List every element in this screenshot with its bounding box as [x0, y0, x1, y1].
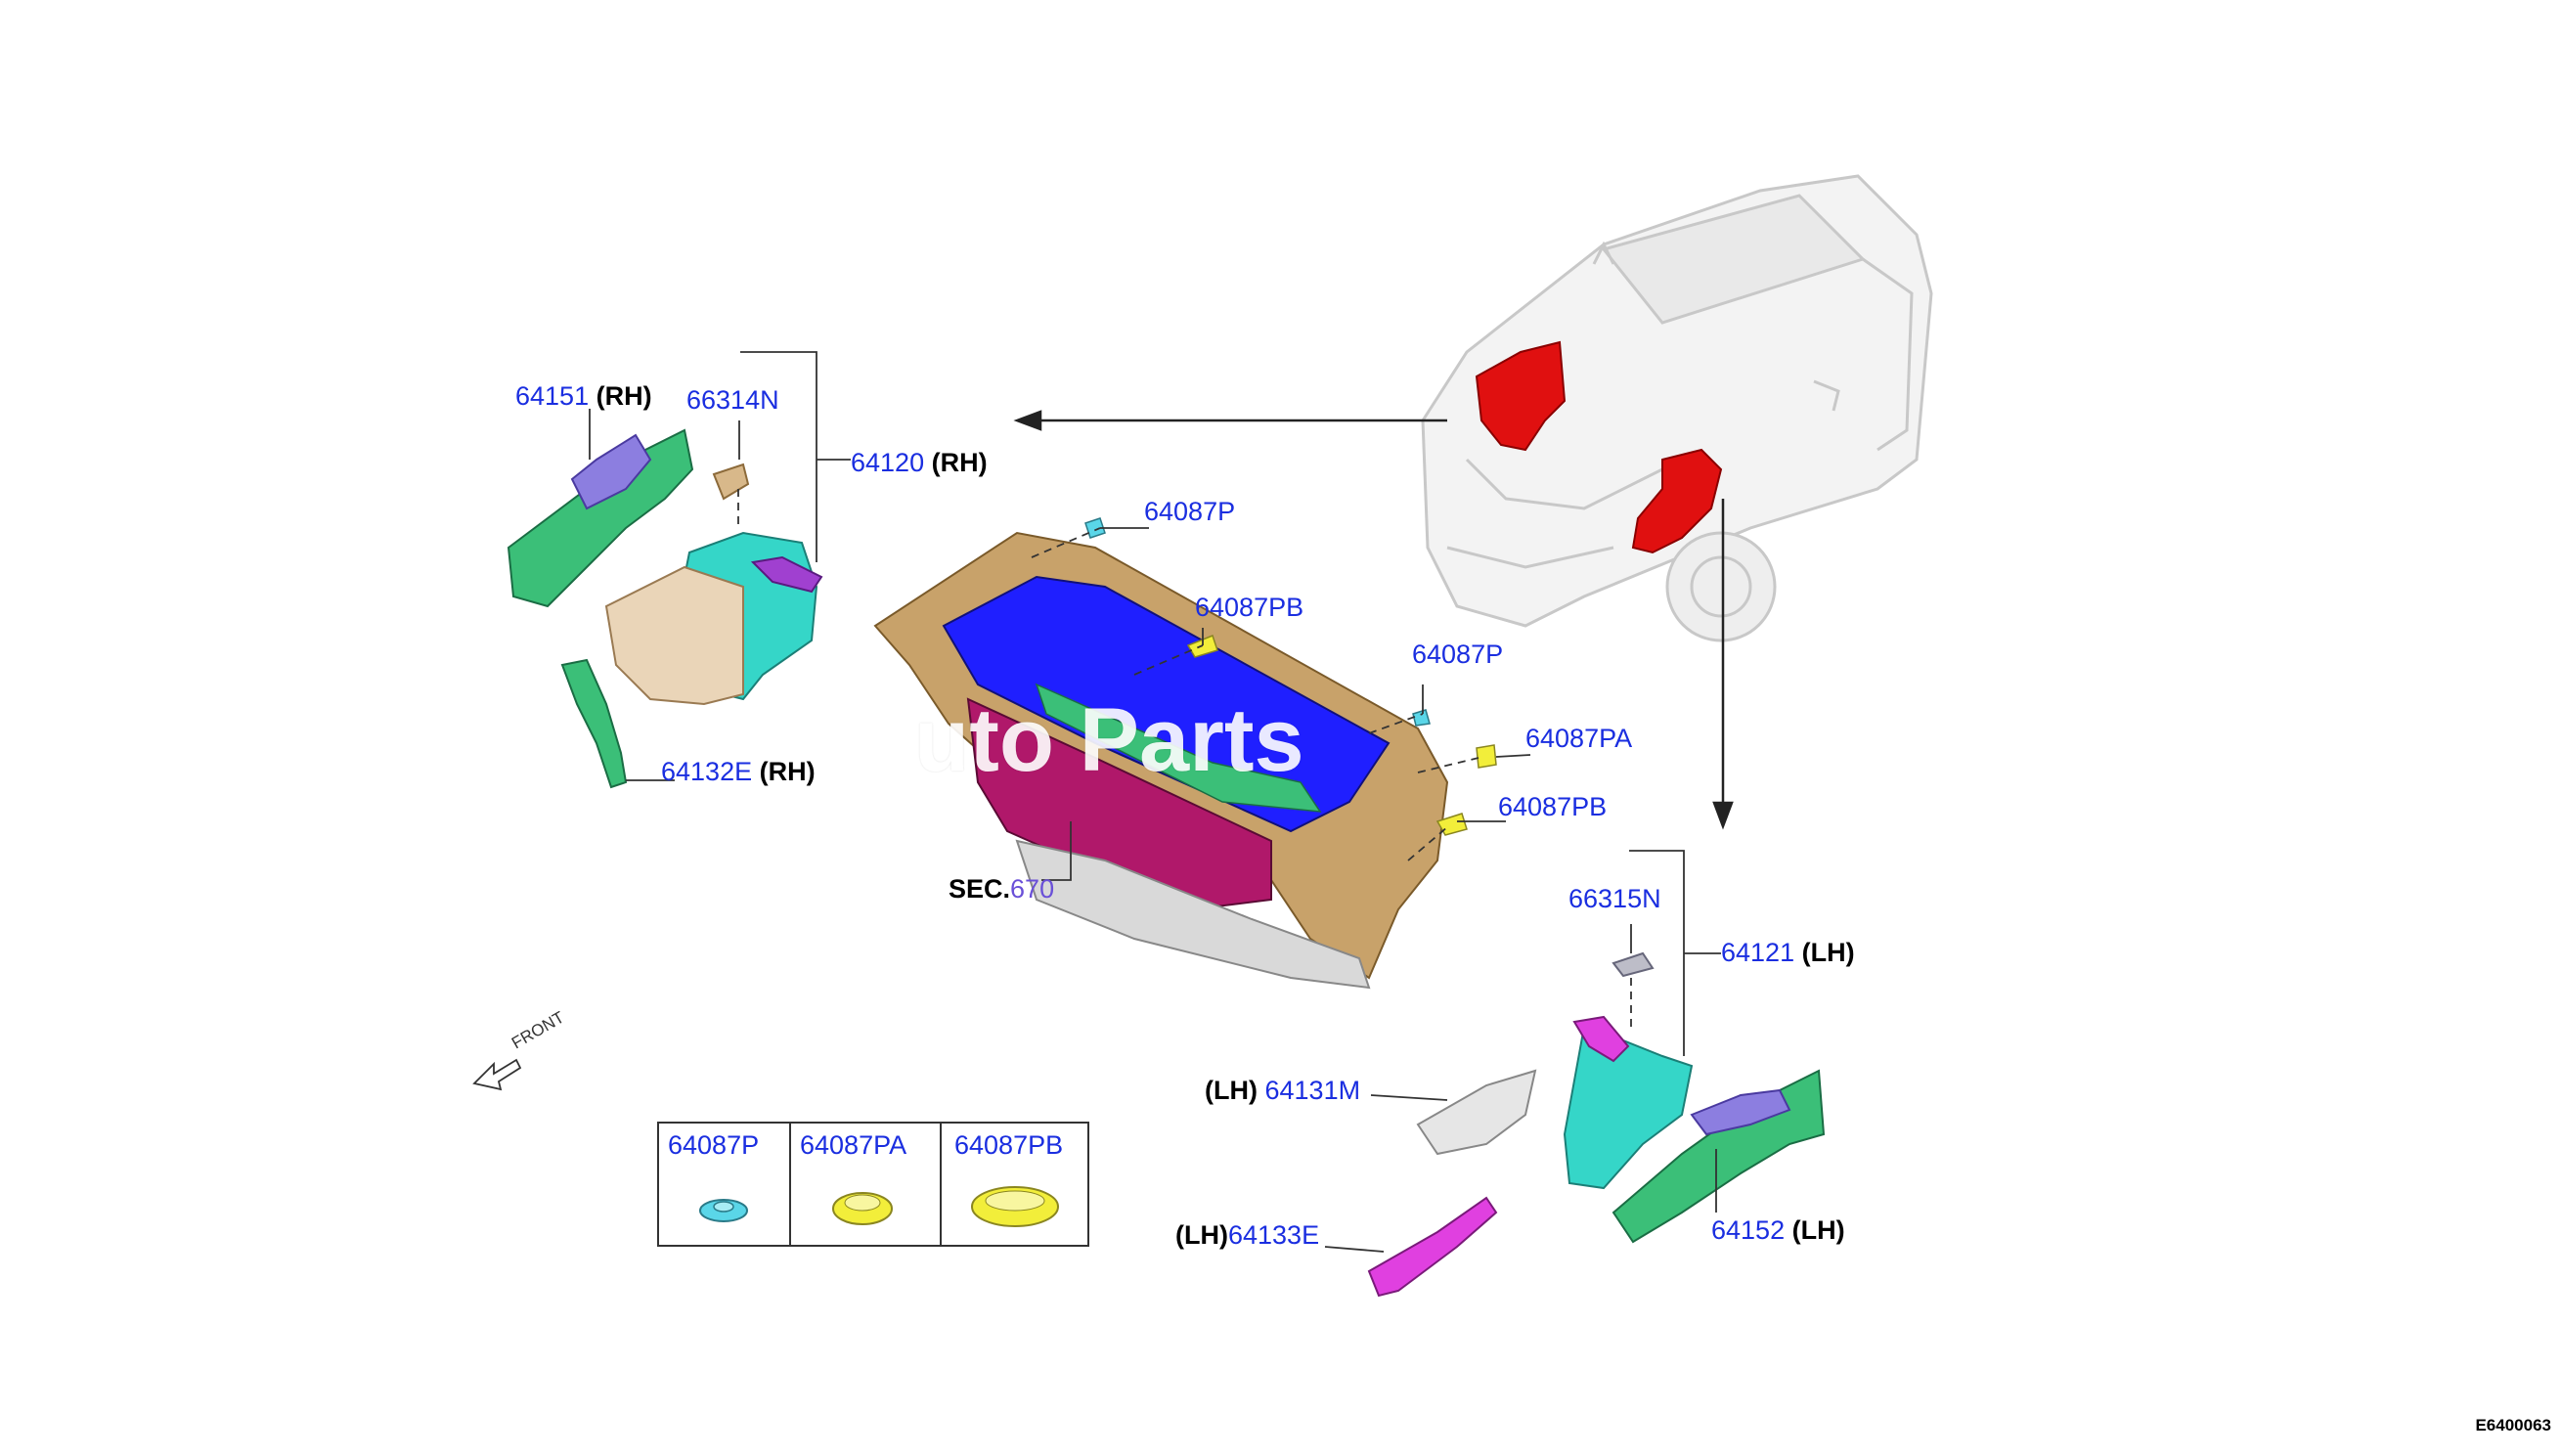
side-label: (LH): [1801, 938, 1855, 967]
plug-64087PB-upper: [1186, 635, 1218, 658]
highlighted-lh-hoodledge: [1631, 448, 1723, 554]
part-number: 64087PB: [1195, 593, 1304, 622]
part-64152-bracket: [1690, 1088, 1791, 1136]
part-number: 66314N: [686, 385, 779, 415]
part-66314N: [712, 463, 750, 501]
part-66315N: [1612, 951, 1655, 978]
part-number: 64131M: [1264, 1076, 1361, 1105]
legend-label-64087PB[interactable]: 64087PB: [954, 1130, 1064, 1160]
part-number: 64121: [1721, 938, 1795, 967]
callout-64087PB-upper[interactable]: 64087PB: [1195, 595, 1303, 621]
callout-64131M[interactable]: (LH) 64131M: [1205, 1078, 1360, 1104]
dash-insulator: [1015, 839, 1371, 990]
highlighted-rh-hoodledge: [1475, 340, 1567, 452]
lh-leader-lines: [1324, 850, 1721, 1253]
side-label: (LH): [1175, 1220, 1228, 1250]
callout-64151[interactable]: 64151 (RH): [515, 383, 652, 410]
part-64132E-rh: [560, 658, 628, 789]
side-label: (RH): [759, 757, 816, 786]
part-64120-apron: [604, 565, 744, 706]
section-number: 670: [1010, 874, 1055, 904]
part-number: 64087PA: [1525, 724, 1633, 753]
part-number: 64132E: [661, 757, 753, 786]
callout-64087P-right[interactable]: 64087P: [1412, 641, 1503, 668]
plug-64087PA: [1476, 744, 1497, 769]
callout-64087PA[interactable]: 64087PA: [1525, 726, 1632, 752]
part-number: 64087P: [1144, 497, 1236, 526]
callout-64152[interactable]: 64152 (LH): [1711, 1217, 1845, 1244]
center-leader-lines: [1031, 527, 1531, 881]
side-label: (RH): [931, 448, 988, 477]
callout-66315N[interactable]: 66315N: [1568, 886, 1661, 912]
callout-64087PB-lower[interactable]: 64087PB: [1498, 794, 1607, 820]
part-64121-lh: [1563, 1025, 1694, 1190]
part-64151-bracket: [570, 433, 652, 510]
part-64120-strap: [750, 555, 823, 594]
watermark-text: uto Parts: [914, 690, 1304, 790]
part-number: 64087PB: [1498, 792, 1608, 821]
part-number: 64151: [515, 381, 590, 411]
part-number: 64120: [851, 448, 925, 477]
front-arrow: [472, 1058, 522, 1091]
part-number: 66315N: [1568, 884, 1661, 913]
part-number: 64087P: [1412, 640, 1504, 669]
part-number: 64133E: [1227, 1220, 1320, 1250]
callout-64087P-top[interactable]: 64087P: [1144, 499, 1235, 525]
rh-parts: [507, 428, 823, 789]
side-label: (RH): [596, 381, 652, 411]
figure-code: E6400063: [2475, 1416, 2551, 1434]
part-64133E-lh: [1367, 1196, 1498, 1298]
callout-sec-670[interactable]: SEC.670: [949, 876, 1054, 903]
rh-leader-lines: [589, 351, 851, 781]
part-64121-strap: [1572, 1015, 1630, 1063]
side-label: (LH): [1791, 1215, 1845, 1245]
legend-box: [657, 1122, 1089, 1247]
legend-label-64087P[interactable]: 64087P: [668, 1130, 760, 1160]
pointer-arrows: [1013, 410, 1734, 830]
lh-parts: [1367, 951, 1826, 1298]
vehicle-overview: [1421, 174, 1933, 642]
cowl-top-panel: [942, 575, 1391, 833]
callout-64121[interactable]: 64121 (LH): [1721, 940, 1855, 966]
side-label: (LH): [1205, 1076, 1258, 1105]
callout-64133E[interactable]: (LH)64133E: [1175, 1222, 1319, 1249]
section-prefix: SEC.: [949, 874, 1011, 904]
legend-label-64087PA[interactable]: 64087PA: [800, 1130, 907, 1160]
callout-64132E[interactable]: 64132E (RH): [661, 759, 816, 785]
callout-66314N[interactable]: 66314N: [686, 387, 779, 414]
legend-icons: [699, 1186, 1059, 1227]
part-64131M-lh: [1416, 1069, 1537, 1156]
callout-64120[interactable]: 64120 (RH): [851, 450, 988, 476]
grommet-64087P-right: [1412, 709, 1431, 727]
part-number: 64152: [1711, 1215, 1786, 1245]
cowl-dash-assembly: [873, 517, 1497, 990]
cowl-green-strip: [1035, 683, 1322, 813]
